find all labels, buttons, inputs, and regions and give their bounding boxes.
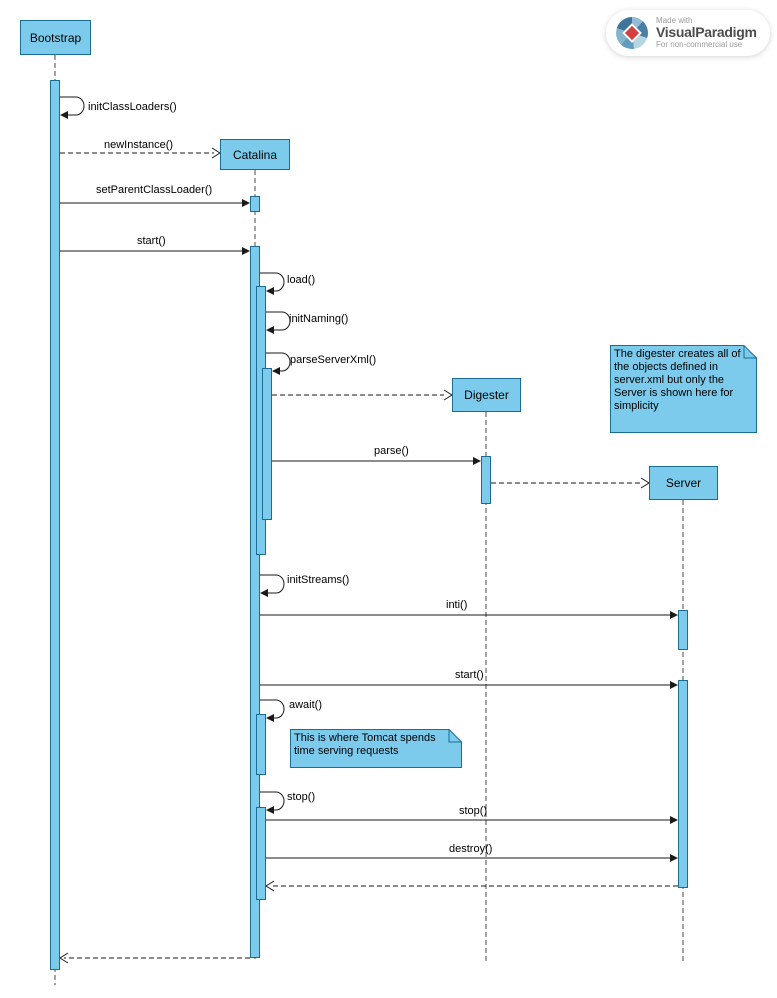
catalina-activation-setparentclassloader <box>250 196 260 212</box>
message-label-start1: start() <box>137 235 166 247</box>
note-shape <box>290 729 462 768</box>
message-start1-arrow <box>60 247 250 255</box>
server-activation-init <box>678 610 688 650</box>
note-text-await: This is where Tomcat spends time serving… <box>294 732 436 757</box>
lifeline-label-bootstrap: Bootstrap <box>29 30 82 45</box>
catalina-activation-parseserverxml <box>262 368 272 520</box>
brand-name-label: VisualParadigm <box>656 24 757 41</box>
message-create-server-arrow <box>491 477 650 489</box>
visual-paradigm-text: Made with VisualParadigm For non-commerc… <box>656 15 757 50</box>
lifeline-head-server[interactable]: Server <box>649 466 718 500</box>
lifeline-label-digester: Digester <box>464 388 509 402</box>
message-stop-arrow <box>266 816 678 824</box>
message-label-stop-self: stop() <box>287 791 316 803</box>
self-message-stop-arrow <box>260 791 285 814</box>
message-label-setparentclassloader: setParentClassLoader() <box>96 184 213 196</box>
message-label-initnaming: initNaming() <box>289 313 349 325</box>
self-message-initnaming-arrow <box>266 311 291 334</box>
license-label: For non-commercial use <box>656 39 743 49</box>
message-label-start2: start() <box>455 669 484 681</box>
message-label-initclassloaders: initClassLoaders() <box>88 101 177 113</box>
message-label-parseserverxml: parseServerXml() <box>290 354 377 366</box>
lifeline-head-catalina[interactable]: Catalina <box>220 139 290 170</box>
message-label-load: load() <box>287 274 316 286</box>
digester-activation-parse <box>481 456 491 504</box>
visual-paradigm-logo-icon <box>616 17 648 49</box>
catalina-activation-main <box>250 246 260 958</box>
message-destroy-arrow <box>266 854 678 862</box>
message-label-inti: inti() <box>446 599 468 611</box>
message-label-destroy: destroy() <box>449 843 493 855</box>
bootstrap-activation <box>50 80 60 970</box>
lifeline-head-digester[interactable]: Digester <box>452 378 521 412</box>
note-shape <box>610 345 757 433</box>
note-digester-explanation[interactable]: The digester creates all of the objects … <box>610 345 757 433</box>
message-label-stop: stop() <box>459 805 488 817</box>
message-inti-arrow <box>260 611 678 619</box>
self-message-parseserverxml-arrow <box>266 352 291 375</box>
message-start2-arrow <box>260 681 678 689</box>
lifeline-head-bootstrap[interactable]: Bootstrap <box>20 20 91 55</box>
visual-paradigm-diamond-icon <box>622 23 642 43</box>
self-message-await-arrow <box>260 699 285 722</box>
message-parse-arrow <box>272 457 481 465</box>
return-server-to-catalina-arrow <box>265 880 678 892</box>
message-label-newinstance: newInstance() <box>104 139 174 151</box>
lifeline-label-catalina: Catalina <box>232 147 278 162</box>
catalina-activation-stop <box>256 807 266 900</box>
message-label-parse: parse() <box>374 445 409 457</box>
return-catalina-to-bootstrap-arrow <box>59 952 250 964</box>
self-message-initclassloaders-arrow <box>60 96 85 119</box>
made-with-label: Made with <box>656 15 693 25</box>
server-activation-start <box>678 680 688 888</box>
note-await-explanation[interactable]: This is where Tomcat spends time serving… <box>290 729 462 768</box>
lifeline-label-server: Server <box>665 476 702 490</box>
message-create-digester-arrow <box>272 389 453 401</box>
catalina-activation-await <box>256 714 266 775</box>
message-label-await: await() <box>289 699 323 711</box>
note-text-digester: The digester creates all of the objects … <box>614 348 741 412</box>
visual-paradigm-badge[interactable]: Made with VisualParadigm For non-commerc… <box>606 10 770 56</box>
self-message-initstreams-arrow <box>260 574 285 597</box>
message-setparentclassloader-arrow <box>60 199 250 207</box>
self-message-load-arrow <box>260 272 285 295</box>
message-label-initstreams: initStreams() <box>287 574 350 586</box>
